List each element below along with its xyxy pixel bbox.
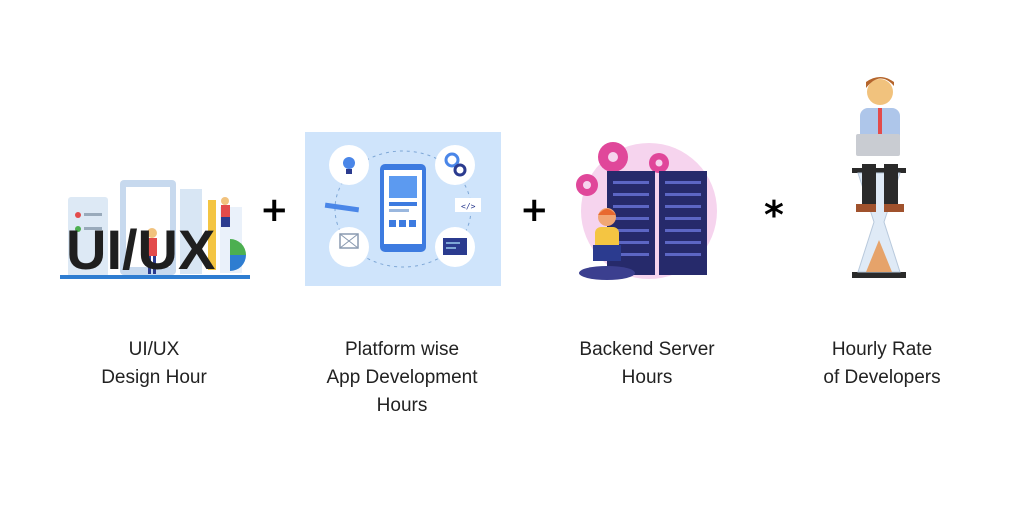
label-app-development: Platform wise App Development Hours [287, 336, 517, 420]
multiply-operator: * [764, 193, 784, 237]
hourglass-developer-illustration [852, 77, 906, 278]
label-line: Hours [376, 395, 428, 416]
label-line: Hours [621, 367, 673, 388]
label-backend-server: Backend Server Hours [532, 336, 762, 392]
plus-operator: + [520, 190, 549, 230]
app-development-illustration: </> [305, 132, 501, 286]
ui-ux-overlay-text: UI/UX [66, 218, 215, 281]
svg-text:</>: </> [461, 202, 476, 211]
label-line: App Development [326, 367, 478, 388]
label-line: Backend Server [579, 339, 715, 360]
label-line: of Developers [823, 367, 941, 388]
label-line: Design Hour [101, 367, 207, 388]
ui-ux-design-illustration: UI/UX [60, 180, 250, 281]
label-hourly-rate: Hourly Rate of Developers [767, 336, 997, 392]
label-line: UI/UX [128, 339, 180, 360]
plus-operator: + [260, 190, 289, 230]
label-ui-ux-design: UI/UX Design Hour [39, 336, 269, 392]
label-line: Platform wise [344, 339, 460, 360]
label-line: Hourly Rate [831, 339, 933, 360]
backend-server-illustration [576, 142, 717, 280]
